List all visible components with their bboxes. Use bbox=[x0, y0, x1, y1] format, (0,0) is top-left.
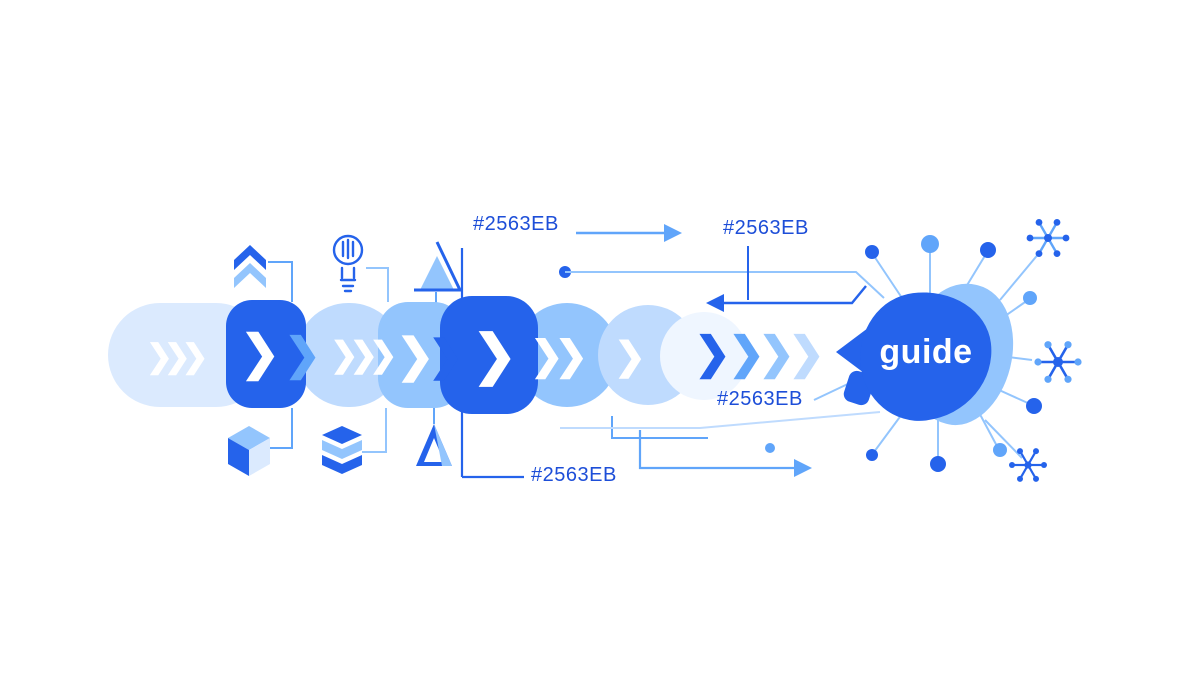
arrowhead-left bbox=[706, 294, 724, 312]
mountain-icon bbox=[414, 241, 463, 292]
line-to-blob-top bbox=[565, 271, 885, 299]
arrowhead-right-top bbox=[664, 224, 682, 242]
snowflake-icon bbox=[1009, 448, 1047, 482]
cube-icon bbox=[228, 426, 270, 476]
chevron-icon: ❯ bbox=[428, 332, 464, 379]
chevron-icon: ❯❯❯ bbox=[146, 338, 209, 374]
chevron-icon: ❯❯ bbox=[530, 334, 588, 378]
connector-stack bbox=[362, 408, 387, 453]
connector-layers bbox=[268, 261, 293, 302]
chevron-icon: ❯ bbox=[284, 330, 321, 379]
snowflake-icon bbox=[1034, 341, 1082, 383]
arrowhead-right-bottom bbox=[794, 459, 812, 477]
pipeline-segment bbox=[660, 312, 748, 400]
chevron-icon: ❯ bbox=[614, 336, 646, 378]
hex-label-bottom: #2563EB bbox=[531, 464, 617, 486]
pipeline-segment bbox=[440, 296, 538, 414]
node-dot-small bbox=[765, 443, 775, 453]
stack-icon bbox=[322, 426, 362, 474]
hex-label-top-left: #2563EB bbox=[473, 213, 559, 235]
connector-cube bbox=[270, 408, 293, 449]
triangle-icon bbox=[416, 424, 452, 466]
chevron-icon: ❯ bbox=[396, 329, 435, 381]
chevron-icon: ❯ bbox=[788, 329, 825, 378]
chevron-icon: ❯❯❯ bbox=[330, 336, 398, 374]
chevron-icon: ❯ bbox=[472, 325, 518, 385]
node-dot bbox=[559, 266, 571, 278]
label-line-midright bbox=[611, 416, 708, 439]
line-to-blob-bottom bbox=[560, 411, 881, 429]
chevron-icon: ❯ bbox=[694, 329, 731, 378]
pipeline-segment bbox=[226, 300, 306, 408]
chevron-icon: ❯ bbox=[728, 329, 765, 378]
arrow-line-bottom bbox=[638, 430, 794, 470]
guide-label: guide bbox=[879, 333, 973, 371]
lightbulb-icon bbox=[332, 234, 364, 293]
layers-icon bbox=[234, 245, 266, 288]
hex-label-top-right: #2563EB bbox=[723, 217, 809, 239]
arrow-line-left bbox=[724, 285, 867, 305]
hex-label-mid-right: #2563EB bbox=[717, 388, 803, 410]
snowflake-icon bbox=[1026, 219, 1070, 257]
chevron-icon: ❯ bbox=[758, 329, 795, 378]
chevron-icon: ❯ bbox=[240, 327, 281, 380]
